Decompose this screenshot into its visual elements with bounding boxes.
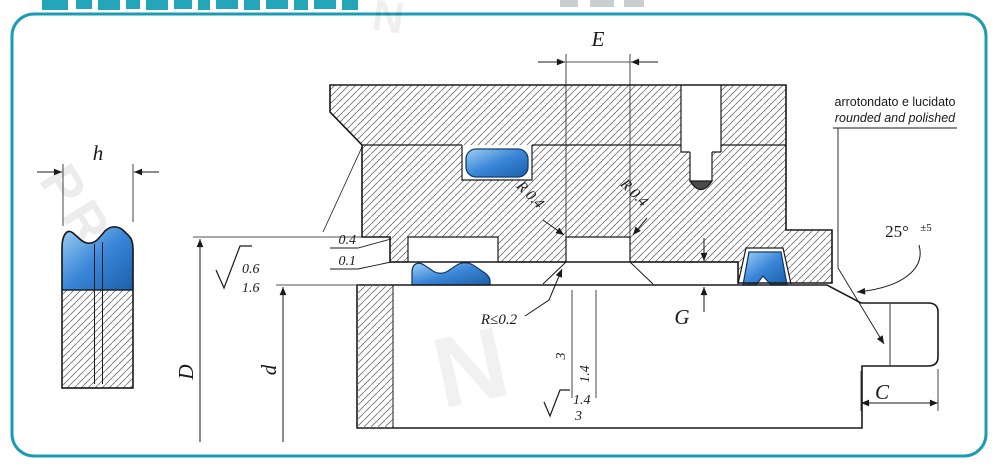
- note-italian: arrotondato e lucidato: [835, 95, 956, 109]
- dim-d-label: d: [257, 364, 281, 375]
- pin-bore: [681, 85, 721, 152]
- roughness-bottom-a: 1.4: [573, 393, 591, 408]
- part-outlines: [329, 84, 939, 429]
- roughness-left-bottom: 1.6: [242, 281, 260, 296]
- radius-max-label: R≤0.2: [480, 312, 518, 328]
- seals: [411, 148, 788, 286]
- static-seal: [465, 148, 529, 178]
- pin-shank-bore: [690, 152, 712, 181]
- dim-D-label: D: [174, 364, 198, 380]
- dim-E-label: E: [591, 27, 605, 51]
- dimensioned-groove: [566, 237, 630, 263]
- roughness-left-top: 0.6: [242, 262, 260, 277]
- seal-groove-left: [408, 237, 498, 263]
- chamfer-angle-tolerance: ±5: [920, 222, 932, 234]
- seal-profile-slits: [94, 242, 103, 384]
- chamfer-angle-label: 25°: [885, 222, 909, 241]
- tolerance-b-label: 0.1: [339, 254, 357, 269]
- dim-C-label: C: [875, 380, 890, 404]
- seal-profile-body: [62, 290, 133, 388]
- roughness-bottom-b: 3: [574, 409, 582, 424]
- dim-G-label: G: [674, 305, 689, 329]
- tolerance-a-label: 0.4: [339, 233, 357, 248]
- seal-profile: [61, 226, 134, 389]
- roughness-wall-b: 1.4: [578, 365, 593, 383]
- pin-outline: [680, 85, 722, 181]
- watermark-top: N: [369, 0, 407, 44]
- roughness-wall-a: 3: [554, 353, 569, 361]
- pin-tip: [688, 180, 714, 191]
- cropped-header-text: [42, 0, 644, 10]
- rod-seal: [411, 262, 491, 286]
- rod-body: [357, 285, 938, 428]
- note-english: rounded and polished: [835, 111, 956, 125]
- dimension-lines: [37, 54, 957, 442]
- rod-section-hatch: [357, 285, 394, 428]
- dim-h-label: h: [93, 141, 104, 165]
